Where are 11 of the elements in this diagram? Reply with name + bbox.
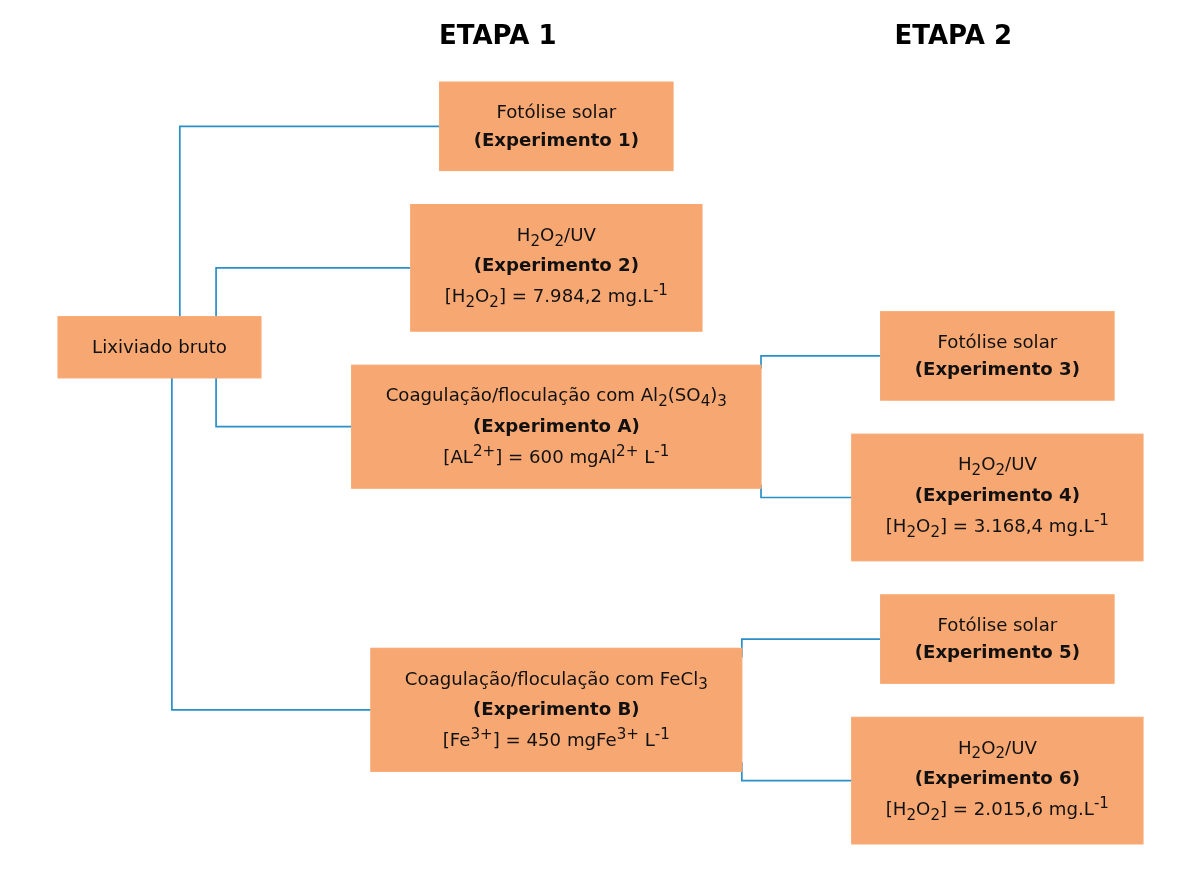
- stage-heading: ETAPA 2: [894, 20, 1012, 52]
- node-box: Coagulação/floculação com FeCl$_{3}$ (Experimento B) [Fe$^{3+}$] = 450 mgFe$^{3+}$ L$^{-1}$: [370, 647, 743, 772]
- node-box: H$_{2}$O$_{2}$/UV (Experimento 4) [H$_{2}$O$_{2}$] = 3.168,4 mg.L$^{-1}$: [851, 433, 1144, 562]
- node-box: Fotólise solar (Experimento 1): [439, 81, 674, 172]
- node-box: Coagulação/floculação com Al$_{2}$(SO$_{4}$)$_{3}$ (Experimento A) [AL$^{2+}$] = 600 mgAl$^{2+}$ L$^{-1}$: [351, 364, 762, 489]
- node-box: Fotólise solar (Experimento 3): [880, 311, 1115, 401]
- node-box: Fotólise solar (Experimento 5): [880, 594, 1115, 684]
- node-box: H$_{2}$O$_{2}$/UV (Experimento 2) [H$_{2}$O$_{2}$] = 7.984,2 mg.L$^{-1}$: [410, 203, 703, 332]
- node-box: Lixiviado bruto: [57, 316, 262, 379]
- stage-heading: ETAPA 1: [438, 20, 557, 52]
- node-box: H$_{2}$O$_{2}$/UV (Experimento 6) [H$_{2}$O$_{2}$] = 2.015,6 mg.L$^{-1}$: [851, 716, 1144, 845]
